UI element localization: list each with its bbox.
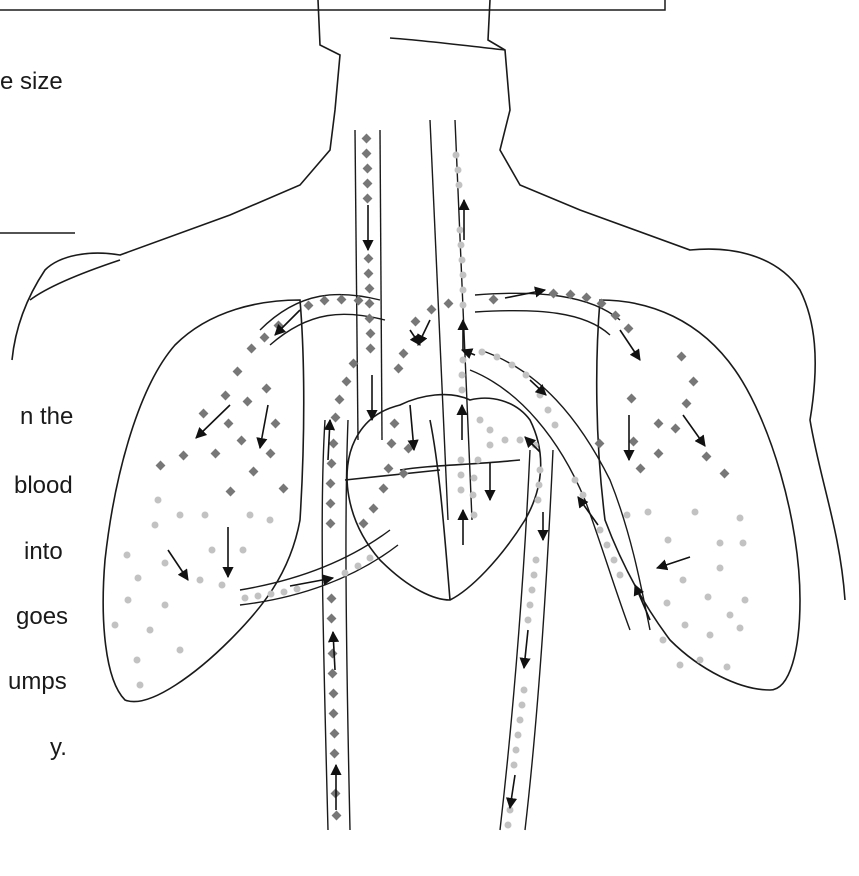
text-fragment-3: blood bbox=[14, 472, 73, 500]
oxygenated-markers bbox=[112, 152, 749, 829]
text-fragment-4: into bbox=[24, 538, 63, 566]
right-lung bbox=[597, 300, 800, 690]
text-fragment-6: umps bbox=[8, 668, 67, 696]
text-fragment-2: n the bbox=[20, 403, 73, 431]
flow-arrows bbox=[168, 200, 705, 810]
deoxygenated-markers bbox=[156, 134, 730, 821]
body-outline bbox=[12, 0, 845, 600]
text-fragment-1: e size bbox=[0, 68, 63, 96]
left-lung bbox=[103, 300, 304, 702]
text-fragment-5: goes bbox=[16, 603, 68, 631]
vessels bbox=[240, 120, 650, 830]
text-box-border bbox=[0, 0, 665, 10]
heart bbox=[345, 395, 541, 600]
text-fragment-7: y. bbox=[50, 734, 67, 762]
